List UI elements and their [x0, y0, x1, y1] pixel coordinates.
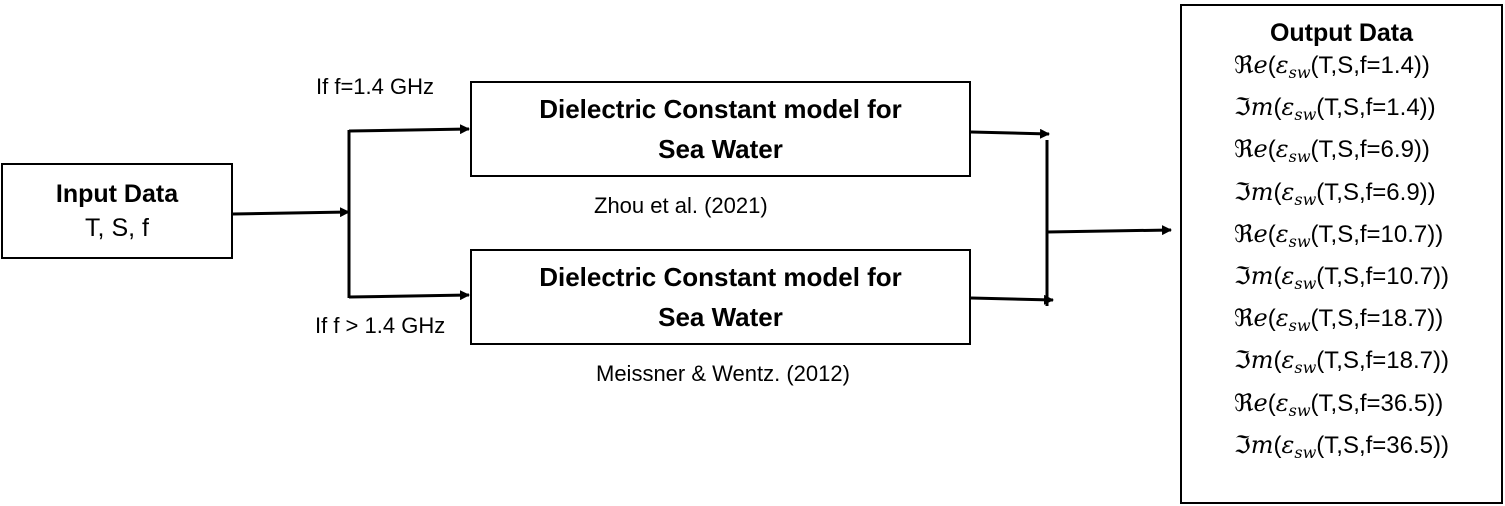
output-row-args: (T,S,f=36.5)) — [1310, 389, 1444, 417]
output-row-5: ℜ𝑒(εsw(T,S,f=10.7)) — [1233, 219, 1444, 251]
model-top-line1: Dielectric Constant model for — [539, 94, 902, 124]
bottom-model-to-merge-arrow — [970, 294, 1054, 305]
output-row-epsilon-sub: sw — [1294, 105, 1317, 125]
model-bottom-line2: Sea Water — [658, 302, 783, 332]
input-to-split-arrow — [232, 207, 350, 218]
model-bottom-line1: Dielectric Constant model for — [539, 262, 902, 292]
output-data-title: Output Data — [1269, 19, 1414, 47]
output-row-epsilon: ε — [1281, 262, 1295, 291]
input-data-title: Input Data — [55, 180, 179, 208]
output-row-epsilon: ε — [1275, 388, 1289, 417]
output-row-part-symbol: ℑ𝑚 — [1233, 346, 1274, 375]
output-row-args: (T,S,f=1.4)) — [1310, 52, 1430, 79]
dielectric-model-box-top: Dielectric Constant model for Sea Water — [470, 81, 971, 177]
output-row-epsilon: ε — [1281, 177, 1295, 206]
input-data-box: Input Data T, S, f — [1, 163, 233, 259]
output-row-epsilon: ε — [1281, 346, 1295, 375]
input-data-vars: T, S, f — [85, 214, 149, 242]
output-row-7: ℜ𝑒(εsw(T,S,f=18.7)) — [1233, 304, 1444, 336]
output-row-part-symbol: ℑ𝑚 — [1233, 177, 1274, 206]
output-row-args: (T,S,f=10.7)) — [1316, 263, 1449, 291]
output-data-list: ℜ𝑒(εsw(T,S,f=1.4)) ℑ𝑚(εsw(T,S,f=1.4)) ℜ𝑒(ε… — [1234, 48, 1449, 470]
output-row-epsilon: ε — [1275, 135, 1289, 164]
output-row-6: ℑ𝑚(εsw(T,S,f=10.7)) — [1233, 262, 1449, 294]
output-row-epsilon: ε — [1275, 51, 1289, 79]
output-row-args: (T,S,f=36.5)) — [1316, 431, 1449, 459]
output-row-part-symbol: ℜ𝑒 — [1233, 135, 1268, 164]
output-row-epsilon-sub: sw — [1294, 358, 1317, 378]
output-row-epsilon-sub: sw — [1288, 400, 1311, 420]
output-row-epsilon: ε — [1275, 219, 1289, 248]
output-row-epsilon: ε — [1281, 430, 1295, 459]
output-row-epsilon-sub: sw — [1294, 442, 1317, 462]
output-row-8: ℑ𝑚(εsw(T,S,f=18.7)) — [1233, 346, 1449, 378]
output-row-epsilon: ε — [1281, 93, 1295, 122]
top-model-to-merge-arrow — [970, 128, 1050, 139]
model-top-line2: Sea Water — [658, 134, 783, 164]
output-row-epsilon-sub: sw — [1288, 231, 1311, 251]
output-row-part-symbol: ℜ𝑒 — [1233, 388, 1268, 417]
dielectric-model-box-bottom: Dielectric Constant model for Sea Water — [470, 249, 971, 345]
merge-to-output-arrow — [1046, 225, 1172, 236]
output-row-epsilon-sub: sw — [1288, 147, 1311, 167]
output-row-args: (T,S,f=1.4)) — [1316, 94, 1436, 122]
output-row-args: (T,S,f=6.9)) — [1310, 136, 1430, 164]
output-row-args: (T,S,f=6.9)) — [1316, 178, 1436, 206]
output-row-args: (T,S,f=18.7)) — [1310, 305, 1444, 333]
output-row-epsilon-sub: sw — [1294, 189, 1317, 209]
output-row-epsilon: ε — [1275, 304, 1289, 333]
output-row-2: ℑ𝑚(εsw(T,S,f=1.4)) — [1233, 93, 1436, 125]
output-row-part-symbol: ℑ𝑚 — [1233, 430, 1274, 459]
output-row-10: ℑ𝑚(εsw(T,S,f=36.5)) — [1233, 430, 1449, 462]
output-row-4: ℑ𝑚(εsw(T,S,f=6.9)) — [1233, 177, 1436, 209]
output-row-part-symbol: ℑ𝑚 — [1233, 262, 1274, 291]
output-row-part-symbol: ℑ𝑚 — [1233, 93, 1274, 122]
output-row-3: ℜ𝑒(εsw(T,S,f=6.9)) — [1233, 135, 1430, 167]
output-row-epsilon-sub: sw — [1288, 316, 1311, 336]
output-row-part-symbol: ℜ𝑒 — [1233, 219, 1268, 248]
output-row-epsilon-sub: sw — [1288, 63, 1311, 82]
output-row-args: (T,S,f=18.7)) — [1316, 347, 1449, 375]
output-row-part-symbol: ℜ𝑒 — [1233, 304, 1268, 333]
output-row-args: (T,S,f=10.7)) — [1310, 220, 1444, 248]
output-row-1: ℜ𝑒(εsw(T,S,f=1.4)) — [1233, 51, 1430, 82]
split-to-bottom-model-arrow — [348, 290, 470, 301]
split-to-top-model-arrow — [348, 124, 470, 135]
model-bottom-citation: Meissner & Wentz. (2012) — [596, 361, 850, 386]
output-row-epsilon-sub: sw — [1294, 274, 1317, 294]
output-row-9: ℜ𝑒(εsw(T,S,f=36.5)) — [1233, 388, 1444, 420]
top-branch-condition: If f=1.4 GHz — [316, 74, 434, 99]
output-row-part-symbol: ℜ𝑒 — [1233, 51, 1268, 79]
model-top-citation: Zhou et al. (2021) — [594, 193, 768, 218]
bottom-branch-condition: If f > 1.4 GHz — [315, 313, 446, 338]
output-data-box: Output Data ℜ𝑒(εsw(T,S,f=1.4)) ℑ𝑚(εsw(T,S… — [1180, 4, 1503, 504]
